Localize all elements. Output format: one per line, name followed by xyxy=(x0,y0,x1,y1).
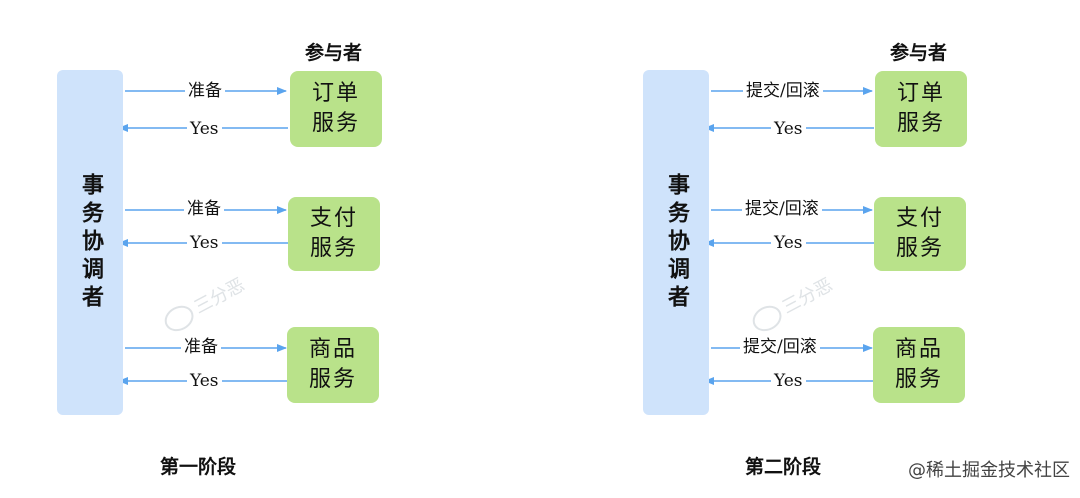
service-label: 商品 服务 xyxy=(894,337,943,392)
payment-service-phase-2: 支付 服务 xyxy=(874,197,966,271)
participants-heading-phase-1: 参与者 xyxy=(305,42,363,64)
service-label: 商品 服务 xyxy=(308,337,357,392)
reply-label: Yes xyxy=(771,233,806,253)
product-service-phase-1: 商品 服务 xyxy=(287,327,379,403)
product-service-phase-2: 商品 服务 xyxy=(873,327,965,403)
request-label: 准备 xyxy=(185,81,225,101)
reply-label: Yes xyxy=(187,119,222,139)
service-label: 订单 服务 xyxy=(896,81,945,136)
reply-label: Yes xyxy=(187,371,222,391)
request-label: 准备 xyxy=(181,337,221,357)
payment-service-phase-1: 支付 服务 xyxy=(288,197,380,271)
coordinator-label: 事务协调者 xyxy=(78,172,103,313)
request-label: 准备 xyxy=(184,199,224,219)
coordinator-label: 事务协调者 xyxy=(664,172,689,313)
phase-2-title: 第二阶段 xyxy=(745,456,822,478)
request-label: 提交/回滚 xyxy=(742,199,822,219)
reply-label: Yes xyxy=(771,371,806,391)
service-label: 订单 服务 xyxy=(311,81,360,136)
service-label: 支付 服务 xyxy=(309,206,358,261)
order-service-phase-1: 订单 服务 xyxy=(290,71,382,147)
reply-label: Yes xyxy=(771,119,806,139)
reply-label: Yes xyxy=(187,233,222,253)
phase-1-title: 第一阶段 xyxy=(160,456,237,478)
participants-heading-phase-2: 参与者 xyxy=(890,42,948,64)
order-service-phase-2: 订单 服务 xyxy=(875,71,967,147)
request-label: 提交/回滚 xyxy=(740,337,820,357)
request-label: 提交/回滚 xyxy=(743,81,823,101)
transaction-coordinator-phase-1: 事务协调者 xyxy=(57,70,123,415)
platform-credit: @稀土掘金技术社区 xyxy=(908,460,1070,481)
transaction-coordinator-phase-2: 事务协调者 xyxy=(643,70,709,415)
service-label: 支付 服务 xyxy=(895,206,944,261)
